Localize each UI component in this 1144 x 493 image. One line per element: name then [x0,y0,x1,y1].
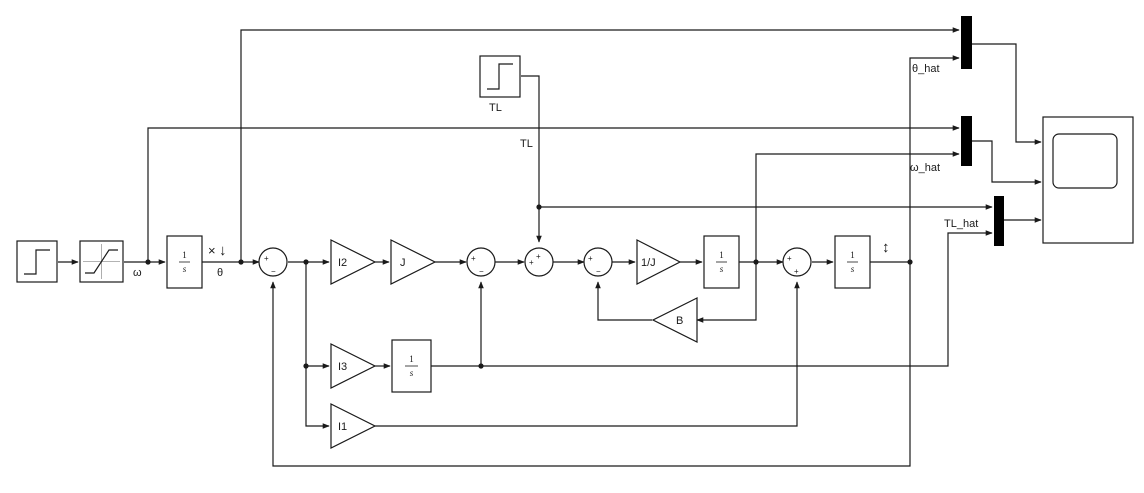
junction-omega [145,259,151,265]
gain-b-label: B [676,315,683,327]
wire-omega-hat-to-mux2[interactable] [755,151,960,262]
saturation-icon [85,249,118,274]
load-torque-step-block[interactable] [479,55,521,98]
wire-error-to-i1[interactable] [305,366,330,429]
wire-i1-to-sum5[interactable] [375,281,800,427]
probe-x-icon[interactable]: × [208,243,216,258]
branch-points [145,204,913,369]
mux-block-omega[interactable] [961,116,972,166]
junction-error [303,259,309,265]
gain-i1-label: I1 [338,421,347,433]
sum-sign: + [264,254,269,263]
wire-tl-to-sum3[interactable] [521,75,542,243]
sum-block-1[interactable]: + − [258,247,288,277]
sum-block-3[interactable]: + + [524,247,554,277]
sum-block-5[interactable]: + + [782,247,812,277]
integrator-numerator: 1 [409,354,414,364]
saturation-block[interactable] [79,240,124,283]
integrator-theta-hat[interactable]: 1 s [834,235,871,289]
signal-label-omega: ω [133,267,142,279]
sum-sign: − [596,267,601,276]
junction-tl [536,204,542,210]
gain-block-i2[interactable]: I2 [330,239,377,285]
signal-lines [58,27,1042,467]
sum-sign: − [271,267,276,276]
sum-sign: + [588,254,593,263]
wire-tl-hat-to-mux3[interactable] [431,230,993,367]
gain-j-label: J [400,257,406,269]
gain-i2-label: I2 [338,257,347,269]
sum-block-2[interactable]: + − [466,247,496,277]
signal-label-theta: θ [217,267,223,279]
wire-theta-to-mux1[interactable] [240,27,960,262]
gain-block-j[interactable]: J [390,239,437,285]
signal-label-tl: TL [520,138,533,150]
step-icon [24,249,50,275]
wire-mux2-to-scope[interactable] [972,140,1042,185]
step-icon [487,63,513,90]
gain-block-inv-j[interactable]: 1/J [636,239,682,285]
wire-b-to-sum4[interactable] [595,281,652,321]
junction-error-lower [303,363,309,369]
integrator-tl-hat[interactable]: 1 s [391,339,432,393]
integrator-omega-to-theta[interactable]: 1 s [166,235,203,289]
wire-omega-to-mux2[interactable] [147,125,960,262]
integrator-denominator: s [720,264,724,274]
integrator-omega-hat[interactable]: 1 s [703,235,740,289]
integrator-numerator: 1 [182,250,187,260]
step-source-block[interactable] [16,240,58,283]
wire-omega-hat-to-b[interactable] [696,262,757,323]
sum-sign: + [471,254,476,263]
wire-theta-hat-to-mux1[interactable] [909,55,960,262]
junction-theta [238,259,244,265]
gain-block-b[interactable]: B [651,297,698,343]
sum-sign: + [529,258,534,267]
sum-sign: − [479,267,484,276]
scope-screen-icon [1052,133,1118,189]
signal-label-tl-hat: TL_hat [944,218,978,230]
probe-updown-icon[interactable]: ↕ [882,239,890,256]
sum-sign: + [794,267,799,276]
sum-block-4[interactable]: + − [583,247,613,277]
signal-label-theta-hat: θ_hat [912,63,940,75]
integrator-numerator: 1 [850,250,855,260]
mux-block-torque[interactable] [994,196,1004,246]
probe-arrow-icon[interactable]: ↓ [219,242,227,259]
integrator-numerator: 1 [719,250,724,260]
gain-inv-j-label: 1/J [641,257,656,269]
wire-mux1-to-scope[interactable] [972,43,1042,145]
integrator-denominator: s [851,264,855,274]
junction-tl-hat [478,363,484,369]
integrator-denominator: s [183,264,187,274]
gain-block-i3[interactable]: I3 [330,343,377,389]
block-label-tl-step: TL [489,102,502,114]
wire-theta-hat-feedback[interactable] [270,262,911,467]
scope-block[interactable] [1042,116,1134,244]
signal-label-omega-hat: ω_hat [910,162,940,174]
gain-block-i1[interactable]: I1 [330,403,377,449]
mux-block-theta[interactable] [961,16,972,69]
junction-theta-hat [907,259,913,265]
gain-i3-label: I3 [338,361,347,373]
junction-omega-hat [753,259,759,265]
wire-error-to-i3[interactable] [305,262,330,369]
integrator-denominator: s [410,368,414,378]
sum-sign: + [787,254,792,263]
sum-sign: + [536,252,541,261]
